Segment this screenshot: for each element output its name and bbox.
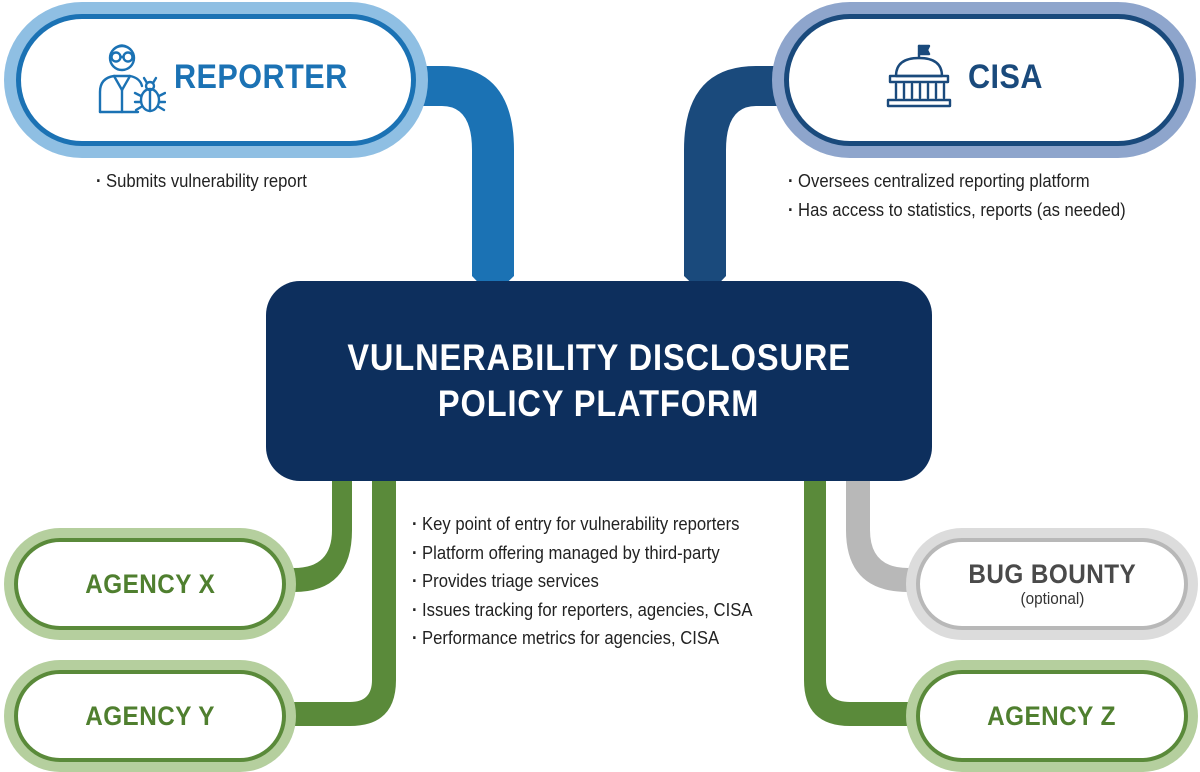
bug-bounty-pill: BUG BOUNTY (optional) [906,528,1198,640]
agency-x-connector [262,466,352,592]
bug-bounty-sublabel: (optional) [1020,589,1084,608]
agency-z-connector [804,466,930,726]
reporter-label: REPORTER [174,58,348,96]
bug-bounty-label: BUG BOUNTY [968,559,1136,589]
platform-bullet: Provides triage services [412,567,752,596]
agency-z-label: AGENCY Z [987,700,1117,731]
cisa-connector [684,66,800,297]
agency-y-pill: AGENCY Y [4,660,296,772]
agency-x-label: AGENCY X [84,568,216,599]
reporter-pill [4,2,428,158]
platform-bullet: Key point of entry for vulnerability rep… [412,510,752,539]
cisa-bullet: Has access to statistics, reports (as ne… [788,196,1126,225]
reporter-connector [398,66,514,297]
agency-y-label: AGENCY Y [85,700,215,731]
reporter-bullets: Submits vulnerability report [96,167,307,196]
platform-bullet: Issues tracking for reporters, agencies,… [412,596,752,625]
cisa-bullet: Oversees centralized reporting platform [788,167,1126,196]
cisa-pill [772,2,1196,158]
platform-bullet: Performance metrics for agencies, CISA [412,624,752,653]
government-building-icon [886,44,952,108]
agency-z-pill: AGENCY Z [906,660,1198,772]
reporter-with-bug-icon [98,44,166,114]
agency-y-connector [272,466,396,726]
platform-title-line1: VULNERABILITY DISCLOSURE [347,337,851,378]
platform-title-line2: POLICY PLATFORM [438,383,760,424]
cisa-bullets: Oversees centralized reporting platform … [788,167,1126,224]
bug-bounty-connector [846,466,934,592]
reporter-bullet: Submits vulnerability report [96,167,307,196]
vdp-platform-box: VULNERABILITY DISCLOSURE POLICY PLATFORM [266,281,932,481]
platform-bullet: Platform offering managed by third-party [412,539,752,568]
platform-bullets: Key point of entry for vulnerability rep… [412,510,752,653]
cisa-label: CISA [968,58,1043,96]
agency-x-pill: AGENCY X [4,528,296,640]
